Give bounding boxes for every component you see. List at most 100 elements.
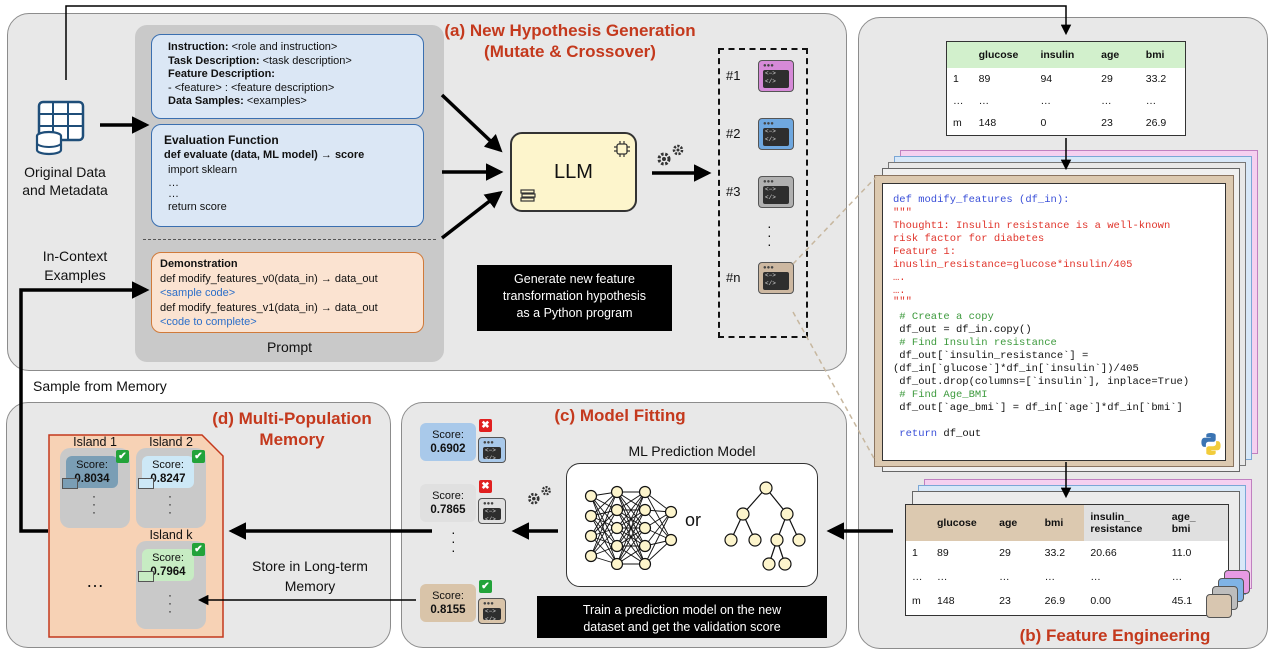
task-key: Task Description:: [168, 54, 260, 67]
table-cell: 11.0: [1171, 547, 1192, 559]
table-header-cell: bmi: [1139, 42, 1185, 68]
prompt-instruction-box: Instruction: <role and instruction> Task…: [151, 34, 424, 119]
table-cell: …: [978, 95, 990, 107]
fitting-program-card: ●●●<−> </>: [478, 598, 506, 624]
window-dots-icon: ●●●: [483, 601, 494, 607]
database-table-icon: [35, 100, 85, 156]
table-cell: …: [1044, 571, 1056, 583]
fitting-score-chip: Score:0.8155: [420, 584, 476, 622]
panel-c-title: (c) Model Fitting: [554, 406, 686, 425]
window-dots-icon: ●●●: [763, 265, 774, 271]
table-cell: 148: [978, 117, 997, 129]
table-cell: 33.2: [1145, 73, 1167, 85]
fitting-program-card: ●●●<−> </>: [478, 498, 506, 524]
island-program-icons: [138, 571, 154, 582]
code-line-drop: df_out.drop(columns=[`insulin`], inplace…: [893, 376, 1190, 388]
ml-model-box: or: [566, 463, 818, 587]
generate-hypothesis-caption: Generate new feature transformation hypo…: [477, 265, 672, 331]
generate-caption-line2: transformation hypothesis: [502, 289, 647, 303]
code-line-copy: df_out = df_in.copy(): [893, 324, 1032, 336]
code-brackets-icon: <−> </>: [483, 508, 501, 523]
ml-model-title: ML Prediction Model: [628, 443, 756, 459]
instruction-key: Instruction:: [168, 41, 229, 53]
code-def-keyword: def: [893, 194, 912, 206]
table-header-cell: age_ bmi: [1165, 505, 1228, 541]
island-vdots: · · ·: [168, 588, 172, 618]
table-cell: …: [1101, 95, 1112, 107]
prompt-demonstration-box: Demonstration def modify_features_v0(dat…: [151, 252, 424, 333]
candidate-program-card: ●●●<−> </>: [758, 118, 794, 150]
feature-key: Feature Description:: [168, 68, 275, 80]
candidate-program-card: ●●●<−> </>: [758, 60, 794, 92]
generate-caption-line3: as a Python program: [516, 306, 633, 320]
candidate-label: #1: [726, 68, 741, 83]
in-context-label: In-Context Examples: [20, 247, 130, 285]
python-logo-icon: [1201, 433, 1221, 455]
evaluation-title: Evaluation Function: [164, 133, 279, 147]
fitting-vdots: · · ·: [451, 524, 456, 558]
island-score-label: Score:: [152, 552, 184, 564]
code-comment-copy: # Create a copy: [893, 311, 994, 323]
candidate-vdots: · · ·: [767, 218, 772, 252]
table-cell: 148: [937, 595, 955, 607]
instruction-value: <role and instruction>: [231, 41, 338, 53]
evaluation-dots-1: …: [168, 177, 179, 189]
task-value: <task description>: [262, 54, 352, 67]
island-score-value: 0.7964: [150, 566, 186, 578]
panel-d-title-line2: Memory: [259, 430, 325, 449]
table-cell: 23: [1101, 117, 1113, 129]
neural-network-icon: [584, 485, 678, 570]
window-dots-icon: ●●●: [483, 501, 494, 507]
island-name: Island 1: [73, 435, 117, 449]
fitting-score-chip: Score:0.7865: [420, 484, 476, 522]
in-context-line2: Examples: [44, 267, 106, 283]
window-dots-icon: ●●●: [763, 63, 774, 69]
check-icon: ✔: [192, 543, 205, 556]
llm-box: LLM: [510, 132, 637, 212]
program-card-stack-tan: [1206, 594, 1232, 618]
table-cell: …: [1040, 95, 1051, 107]
table-header-cell: [947, 42, 973, 68]
candidate-label: #2: [726, 126, 741, 141]
x-mark-icon: ✖: [479, 419, 492, 432]
evaluation-import: import sklearn: [168, 164, 238, 176]
chip-icon: [614, 141, 630, 157]
evaluation-dots-2: …: [168, 188, 179, 200]
fitting-score-label: Score:: [432, 590, 464, 602]
table-cell: 26.9: [1044, 595, 1066, 607]
table-cell: 26.9: [1145, 117, 1167, 129]
code-window: def modify_features (df_in): """ Thought…: [882, 183, 1226, 461]
decision-tree-icon: [724, 481, 806, 571]
prompt-divider: [143, 239, 436, 240]
train-caption-line2: dataset and get the validation score: [583, 620, 781, 634]
island-program-icons: [62, 478, 78, 489]
table-cell: …: [999, 571, 1010, 583]
window-dots-icon: ●●●: [763, 179, 774, 185]
fitting-program-card: ●●●<−> </>: [478, 437, 506, 463]
table-header-cell: insulin: [1034, 42, 1096, 68]
train-caption-line1: Train a prediction model on the new: [582, 603, 782, 617]
data-source-label-line2: and Metadata: [22, 182, 108, 198]
code-feature-title: Feature 1:: [893, 246, 957, 258]
store-memory-label: Store in Long-term Memory: [240, 556, 380, 596]
code-dots-2: ….: [893, 285, 906, 297]
data-source-label-line1: Original Data: [24, 164, 106, 180]
table-row: ……………: [947, 90, 1185, 112]
code-brackets-icon: <−> </>: [763, 70, 789, 88]
table-cell: 23: [999, 595, 1011, 607]
table-cell: 89: [937, 547, 949, 559]
island-name: Island 2: [149, 435, 193, 449]
table-cell: 45.1: [1171, 595, 1193, 607]
table-cell: 0: [1040, 117, 1047, 129]
code-feature-expression: inuslin_resistance=glucose*insulin/405: [893, 259, 1133, 271]
table-cell: 29: [999, 547, 1011, 559]
table-cell: 89: [978, 73, 991, 85]
table-cell: …: [912, 571, 923, 583]
island-score-label: Score:: [76, 459, 108, 471]
table-header-cell: insulin_ resistance: [1084, 505, 1166, 541]
